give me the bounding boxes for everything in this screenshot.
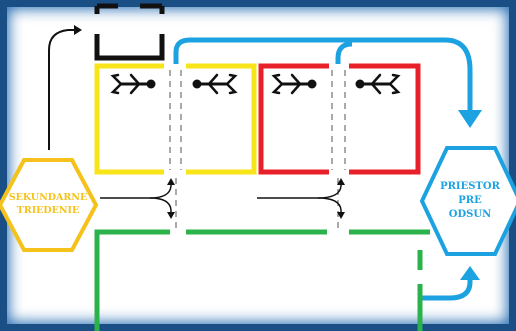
secondary-triage-hexagon: SEKUNDARNE TRIEDENIE xyxy=(0,158,99,252)
right-hexagon-line3: ODSUN xyxy=(449,209,491,220)
dashed-dividers xyxy=(169,70,346,170)
split-arrowhead-down-right xyxy=(337,212,345,219)
person-lying-icon xyxy=(111,73,157,95)
blue-arrowhead-down xyxy=(458,110,482,128)
split-arrowhead-down-left xyxy=(167,212,175,219)
left-hexagon-line1: SEKUNDARNE xyxy=(9,192,87,203)
person-lying-icon xyxy=(354,73,400,95)
green-zone xyxy=(94,229,430,331)
right-hexagon-line2: PRE xyxy=(458,195,482,206)
person-lying-icon xyxy=(191,73,237,95)
black-arrow-up xyxy=(48,25,82,150)
evacuation-area-hexagon: PRIESTOR PRE ODSUN xyxy=(419,146,516,256)
right-hexagon-line1: PRIESTOR xyxy=(440,181,501,192)
split-arrowhead-up-left xyxy=(167,178,175,185)
split-arrow-right xyxy=(257,182,342,214)
black-entry-box xyxy=(94,3,165,61)
red-zone xyxy=(258,63,421,175)
split-arrow-left xyxy=(100,182,172,214)
split-arrowhead-up-right xyxy=(337,178,345,185)
left-hexagon-line2: TRIEDENIE xyxy=(17,205,80,216)
person-lying-icon xyxy=(272,73,318,95)
blue-arrows xyxy=(173,37,473,301)
green-dashed-dividers xyxy=(175,178,339,230)
blue-arrowhead-up xyxy=(460,266,480,280)
yellow-zone xyxy=(94,63,257,175)
